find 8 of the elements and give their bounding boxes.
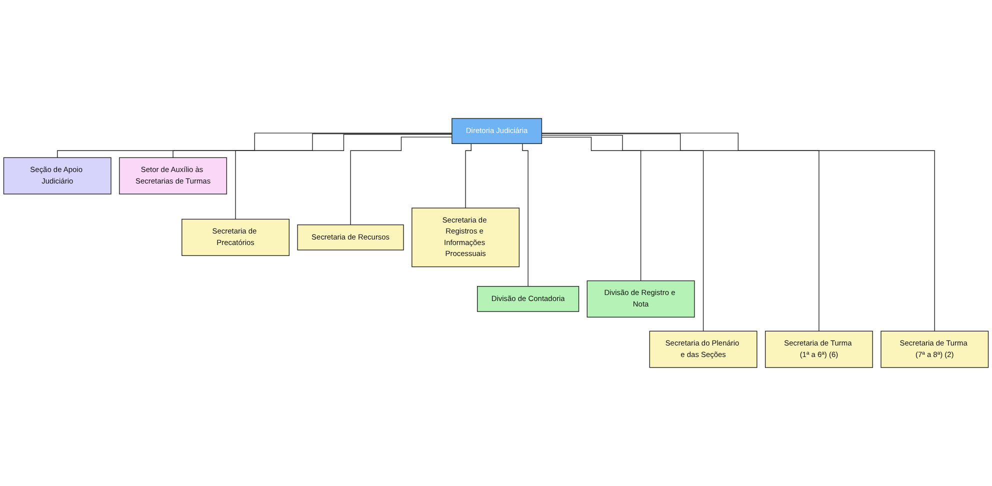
connector — [57, 132, 452, 158]
connector — [172, 133, 452, 158]
connector — [350, 136, 452, 226]
connector — [541, 136, 642, 282]
connector — [235, 134, 452, 220]
connector — [541, 133, 820, 332]
connector — [541, 134, 704, 332]
connector — [541, 132, 935, 332]
